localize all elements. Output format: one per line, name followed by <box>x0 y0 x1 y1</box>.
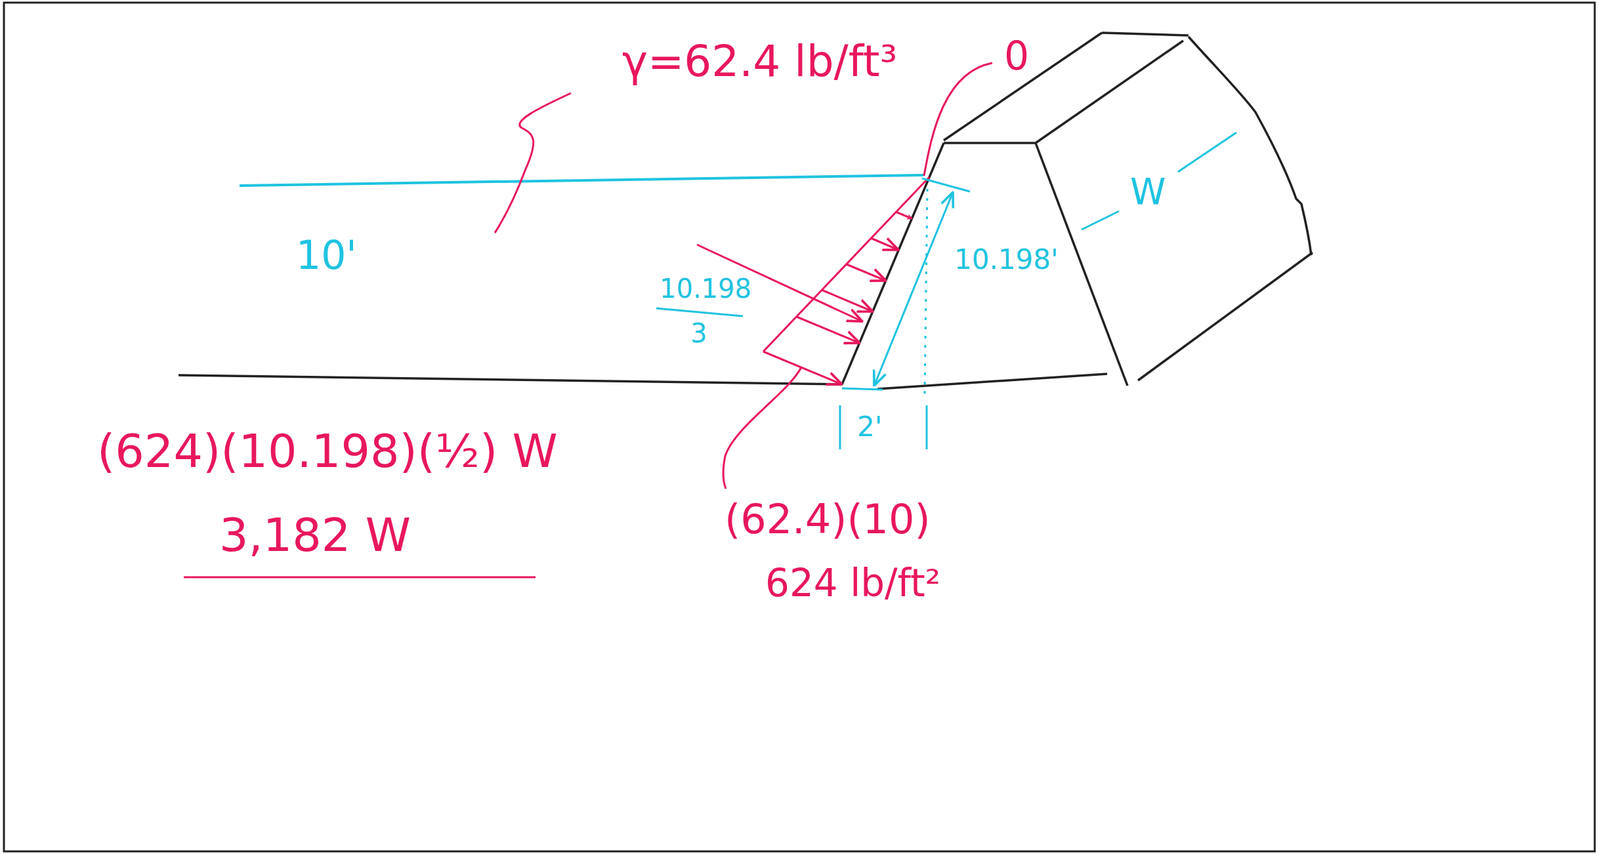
underline <box>183 576 536 579</box>
water-surface <box>239 175 924 186</box>
brace <box>494 93 571 233</box>
zero-pressure-label: 0 <box>1004 34 1030 78</box>
width-label: W <box>1130 171 1166 212</box>
frame <box>3 2 1595 852</box>
pressure-equation: (62.4)(10) <box>724 497 931 543</box>
dam-outline <box>842 32 1313 386</box>
dimension-lines <box>656 132 1237 450</box>
face-length-dimension: 10.198' <box>954 244 1059 275</box>
fraction-numerator: 10.198 <box>659 274 752 304</box>
depth-dimension: 10' <box>295 233 358 277</box>
leader-line <box>924 63 993 176</box>
pressure-distribution <box>763 177 930 385</box>
unit-weight: γ=62.4 lb/ft³ <box>622 38 898 86</box>
fraction-denominator: 3 <box>690 318 707 348</box>
leader-line <box>723 367 802 489</box>
pressure-result: 624 lb/ft² <box>765 563 941 606</box>
ground-line <box>178 374 1108 390</box>
force-result: 3,182 W <box>219 510 411 562</box>
base-dimension: 2' <box>857 412 883 443</box>
force-equation: (624)(10.198)(½) W <box>97 426 558 478</box>
